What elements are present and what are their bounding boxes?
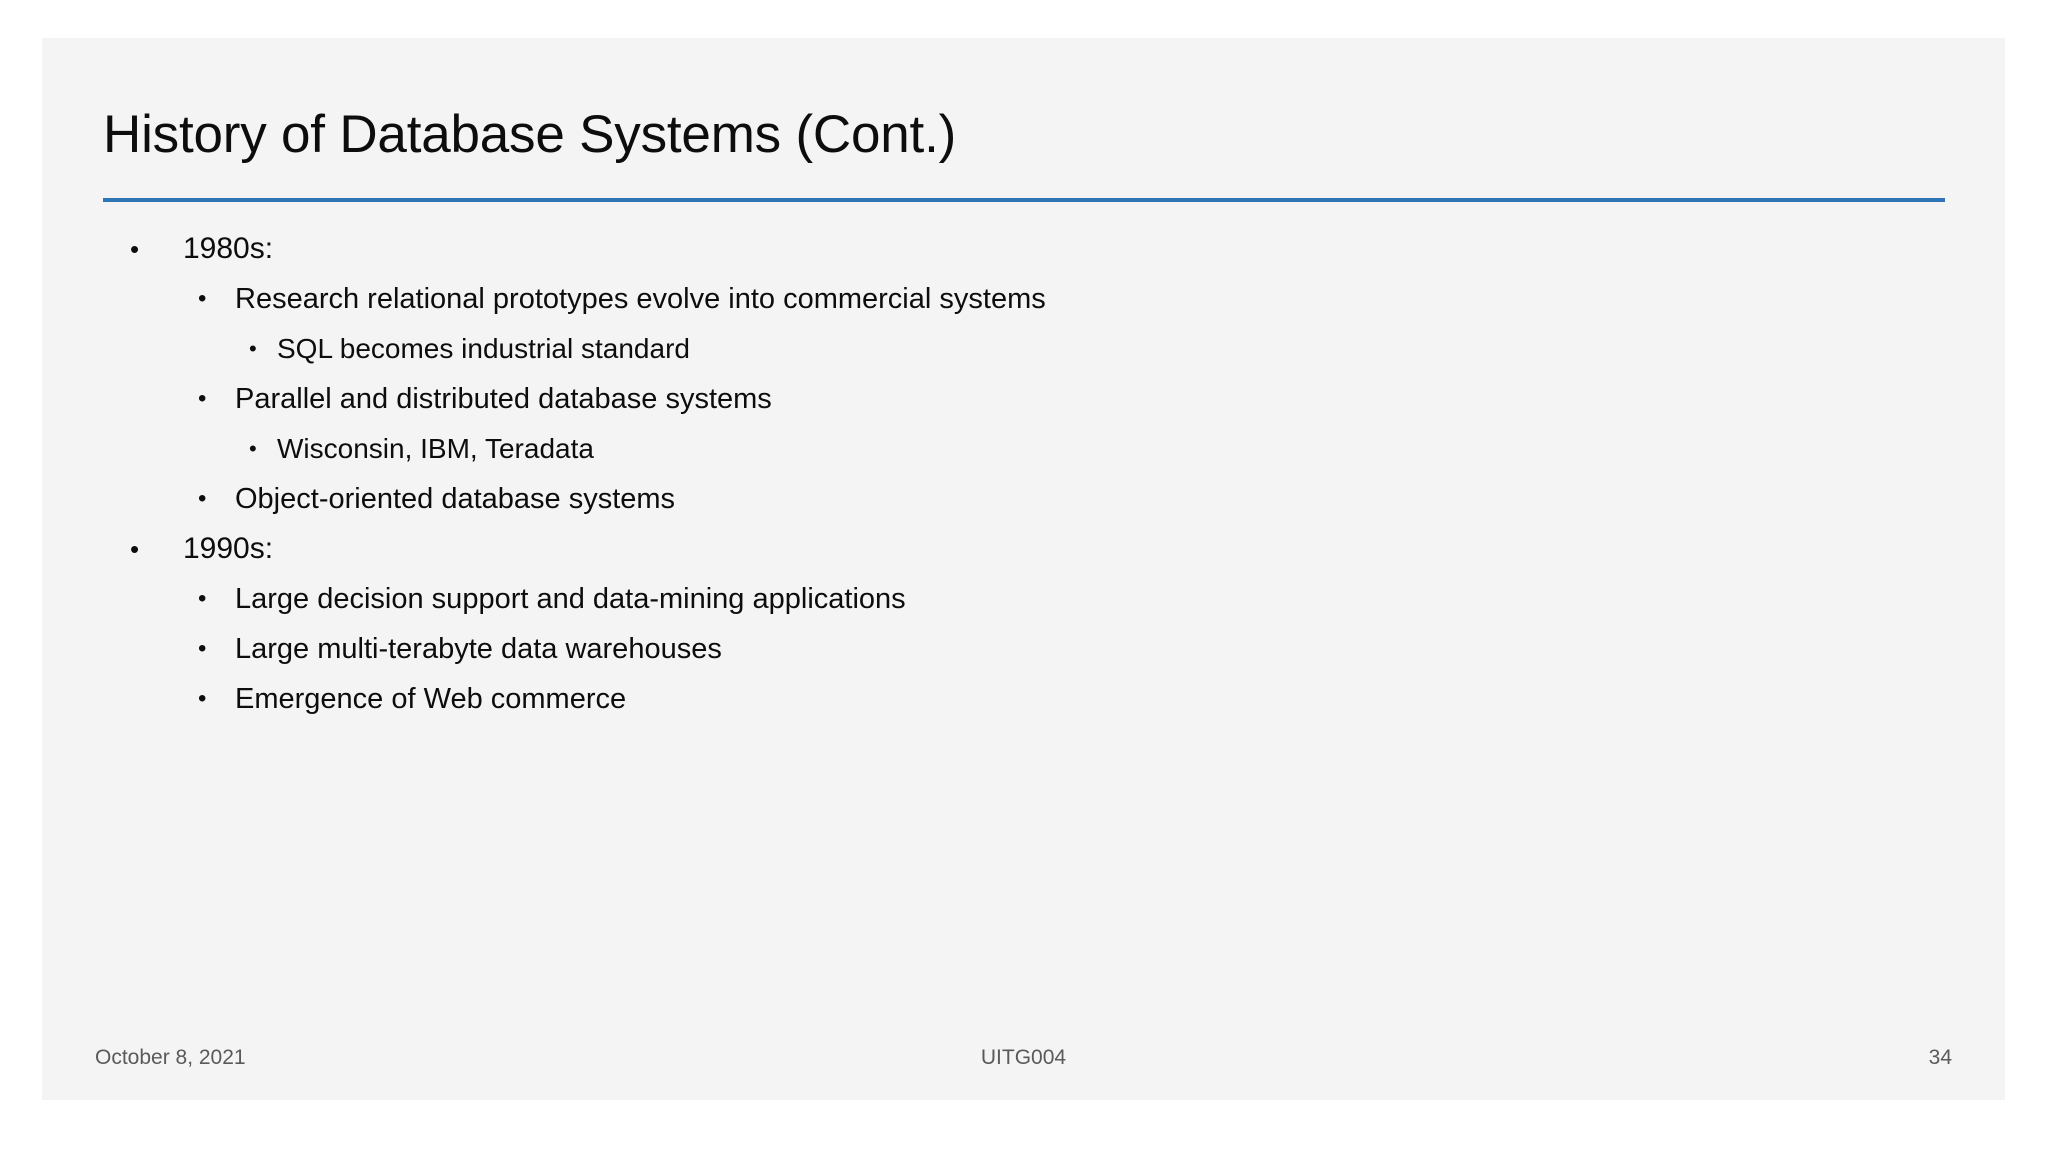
slide-canvas: History of Database Systems (Cont.) • 198…	[42, 38, 2005, 1100]
title-underline-rule	[103, 198, 1945, 202]
slide-body-bullet-list: • 1980s: • Research relational prototypes e…	[42, 224, 2005, 724]
footer-course-code: UITG004	[980, 1046, 1067, 1069]
bullet-item-label: Emergence of Web commerce	[235, 683, 627, 715]
page-title: History of Database Systems (Cont.)	[103, 105, 957, 164]
bullet-item: • Emergence of Web commerce	[42, 674, 2005, 724]
bullet-item: • SQL becomes industrial standard	[42, 324, 2005, 374]
bullet-dot-icon: •	[130, 234, 140, 264]
bullet-dot-icon: •	[198, 585, 207, 612]
bullet-item-label: Parallel and distributed database system…	[235, 383, 772, 415]
slide-footer: October 8, 2021 UITG004 34	[42, 1038, 2005, 1100]
bullet-dot-icon: •	[198, 285, 207, 312]
bullet-item: • Large decision support and data-mining …	[42, 574, 2005, 624]
footer-page-number: 34	[1928, 1046, 1952, 1069]
bullet-dot-icon: •	[198, 635, 207, 662]
bullet-item: • Research relational prototypes evolve i…	[42, 274, 2005, 324]
bullet-dot-icon: •	[249, 336, 257, 361]
bullet-item: • Large multi-terabyte data warehouses	[42, 624, 2005, 674]
bullet-item-label: Large multi-terabyte data warehouses	[235, 633, 722, 665]
bullet-item-label: 1990s:	[183, 532, 274, 565]
bullet-item-label: Large decision support and data-mining a…	[235, 583, 906, 615]
slide-title-block: History of Database Systems (Cont.)	[103, 80, 1945, 190]
footer-date: October 8, 2021	[95, 1046, 246, 1069]
bullet-item: • Object-oriented database systems	[42, 474, 2005, 524]
bullet-dot-icon: •	[198, 685, 207, 712]
bullet-item: • Wisconsin, IBM, Teradata	[42, 424, 2005, 474]
bullet-item: • 1980s:	[42, 224, 2005, 274]
bullet-dot-icon: •	[249, 436, 257, 461]
bullet-item: • 1990s:	[42, 524, 2005, 574]
bullet-item-label: Research relational prototypes evolve in…	[235, 283, 1046, 315]
bullet-item-label: Object-oriented database systems	[235, 483, 676, 515]
bullet-item: • Parallel and distributed database syste…	[42, 374, 2005, 424]
bullet-dot-icon: •	[130, 534, 140, 564]
bullet-dot-icon: •	[198, 385, 207, 412]
bullet-dot-icon: •	[198, 485, 207, 512]
bullet-item-label: SQL becomes industrial standard	[277, 333, 690, 364]
bullet-item-label: Wisconsin, IBM, Teradata	[277, 433, 594, 464]
bullet-item-label: 1980s:	[183, 232, 274, 265]
